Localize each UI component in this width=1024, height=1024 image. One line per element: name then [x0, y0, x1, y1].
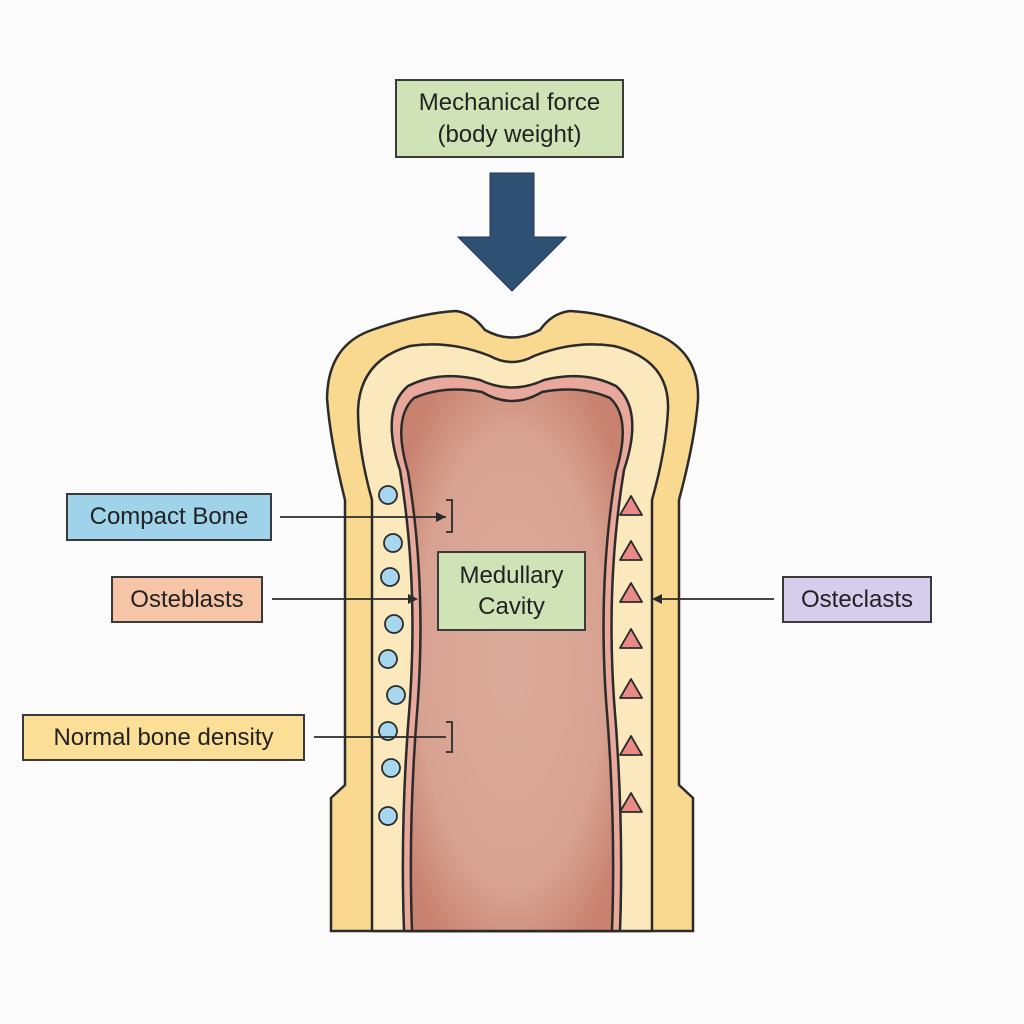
force-label-line2: (body weight) — [437, 120, 582, 148]
osteoblasts-label: Osteblasts — [111, 576, 263, 623]
compact-bone-bracket — [446, 499, 453, 533]
osteoclast-cell — [619, 540, 643, 561]
cavity-label-line1: Medullary — [459, 562, 564, 589]
osteoclast-cell — [619, 582, 643, 603]
osteoclast-cell — [619, 792, 643, 813]
osteoblast-cell — [383, 533, 403, 553]
compact-bone-text: Compact Bone — [89, 503, 249, 530]
normal-density-label: Normal bone density — [22, 714, 305, 761]
osteoblast-cell — [384, 614, 404, 634]
osteoclast-cell — [619, 678, 643, 699]
compact-bone-label: Compact Bone — [66, 493, 272, 541]
compact-bone-arrowhead — [436, 512, 446, 522]
osteoblast-cell — [378, 485, 398, 505]
osteoclasts-arrowhead — [652, 594, 662, 604]
osteoblast-cell — [380, 567, 400, 587]
osteoblast-cells — [378, 485, 406, 826]
mechanical-force-label: Mechanical force (body weight) — [395, 79, 624, 158]
osteoblast-cell — [378, 806, 398, 826]
osteoclasts-text: Osteclasts — [800, 585, 914, 613]
force-arrow — [456, 172, 568, 292]
osteoblast-cell — [381, 758, 401, 778]
osteoclast-cell — [619, 495, 643, 516]
osteoblasts-text: Osteblasts — [130, 585, 244, 613]
osteoblast-cell — [378, 649, 398, 669]
medullary-cavity-label: Medullary Cavity — [437, 551, 586, 631]
osteoblasts-arrowhead — [408, 594, 418, 604]
osteoclast-cell — [619, 735, 643, 756]
normal-density-text: Normal bone density — [53, 723, 274, 751]
osteoblast-cell — [378, 721, 398, 741]
osteoclast-cell — [619, 628, 643, 649]
osteoblast-cell — [386, 685, 406, 705]
osteoclast-cells — [619, 495, 643, 813]
force-label-line1: Mechanical force — [418, 88, 601, 116]
medullary-cavity — [400, 388, 624, 933]
density-bracket — [446, 721, 453, 753]
cavity-label-line2: Cavity — [478, 593, 545, 620]
osteoclasts-label: Osteclasts — [782, 576, 932, 623]
